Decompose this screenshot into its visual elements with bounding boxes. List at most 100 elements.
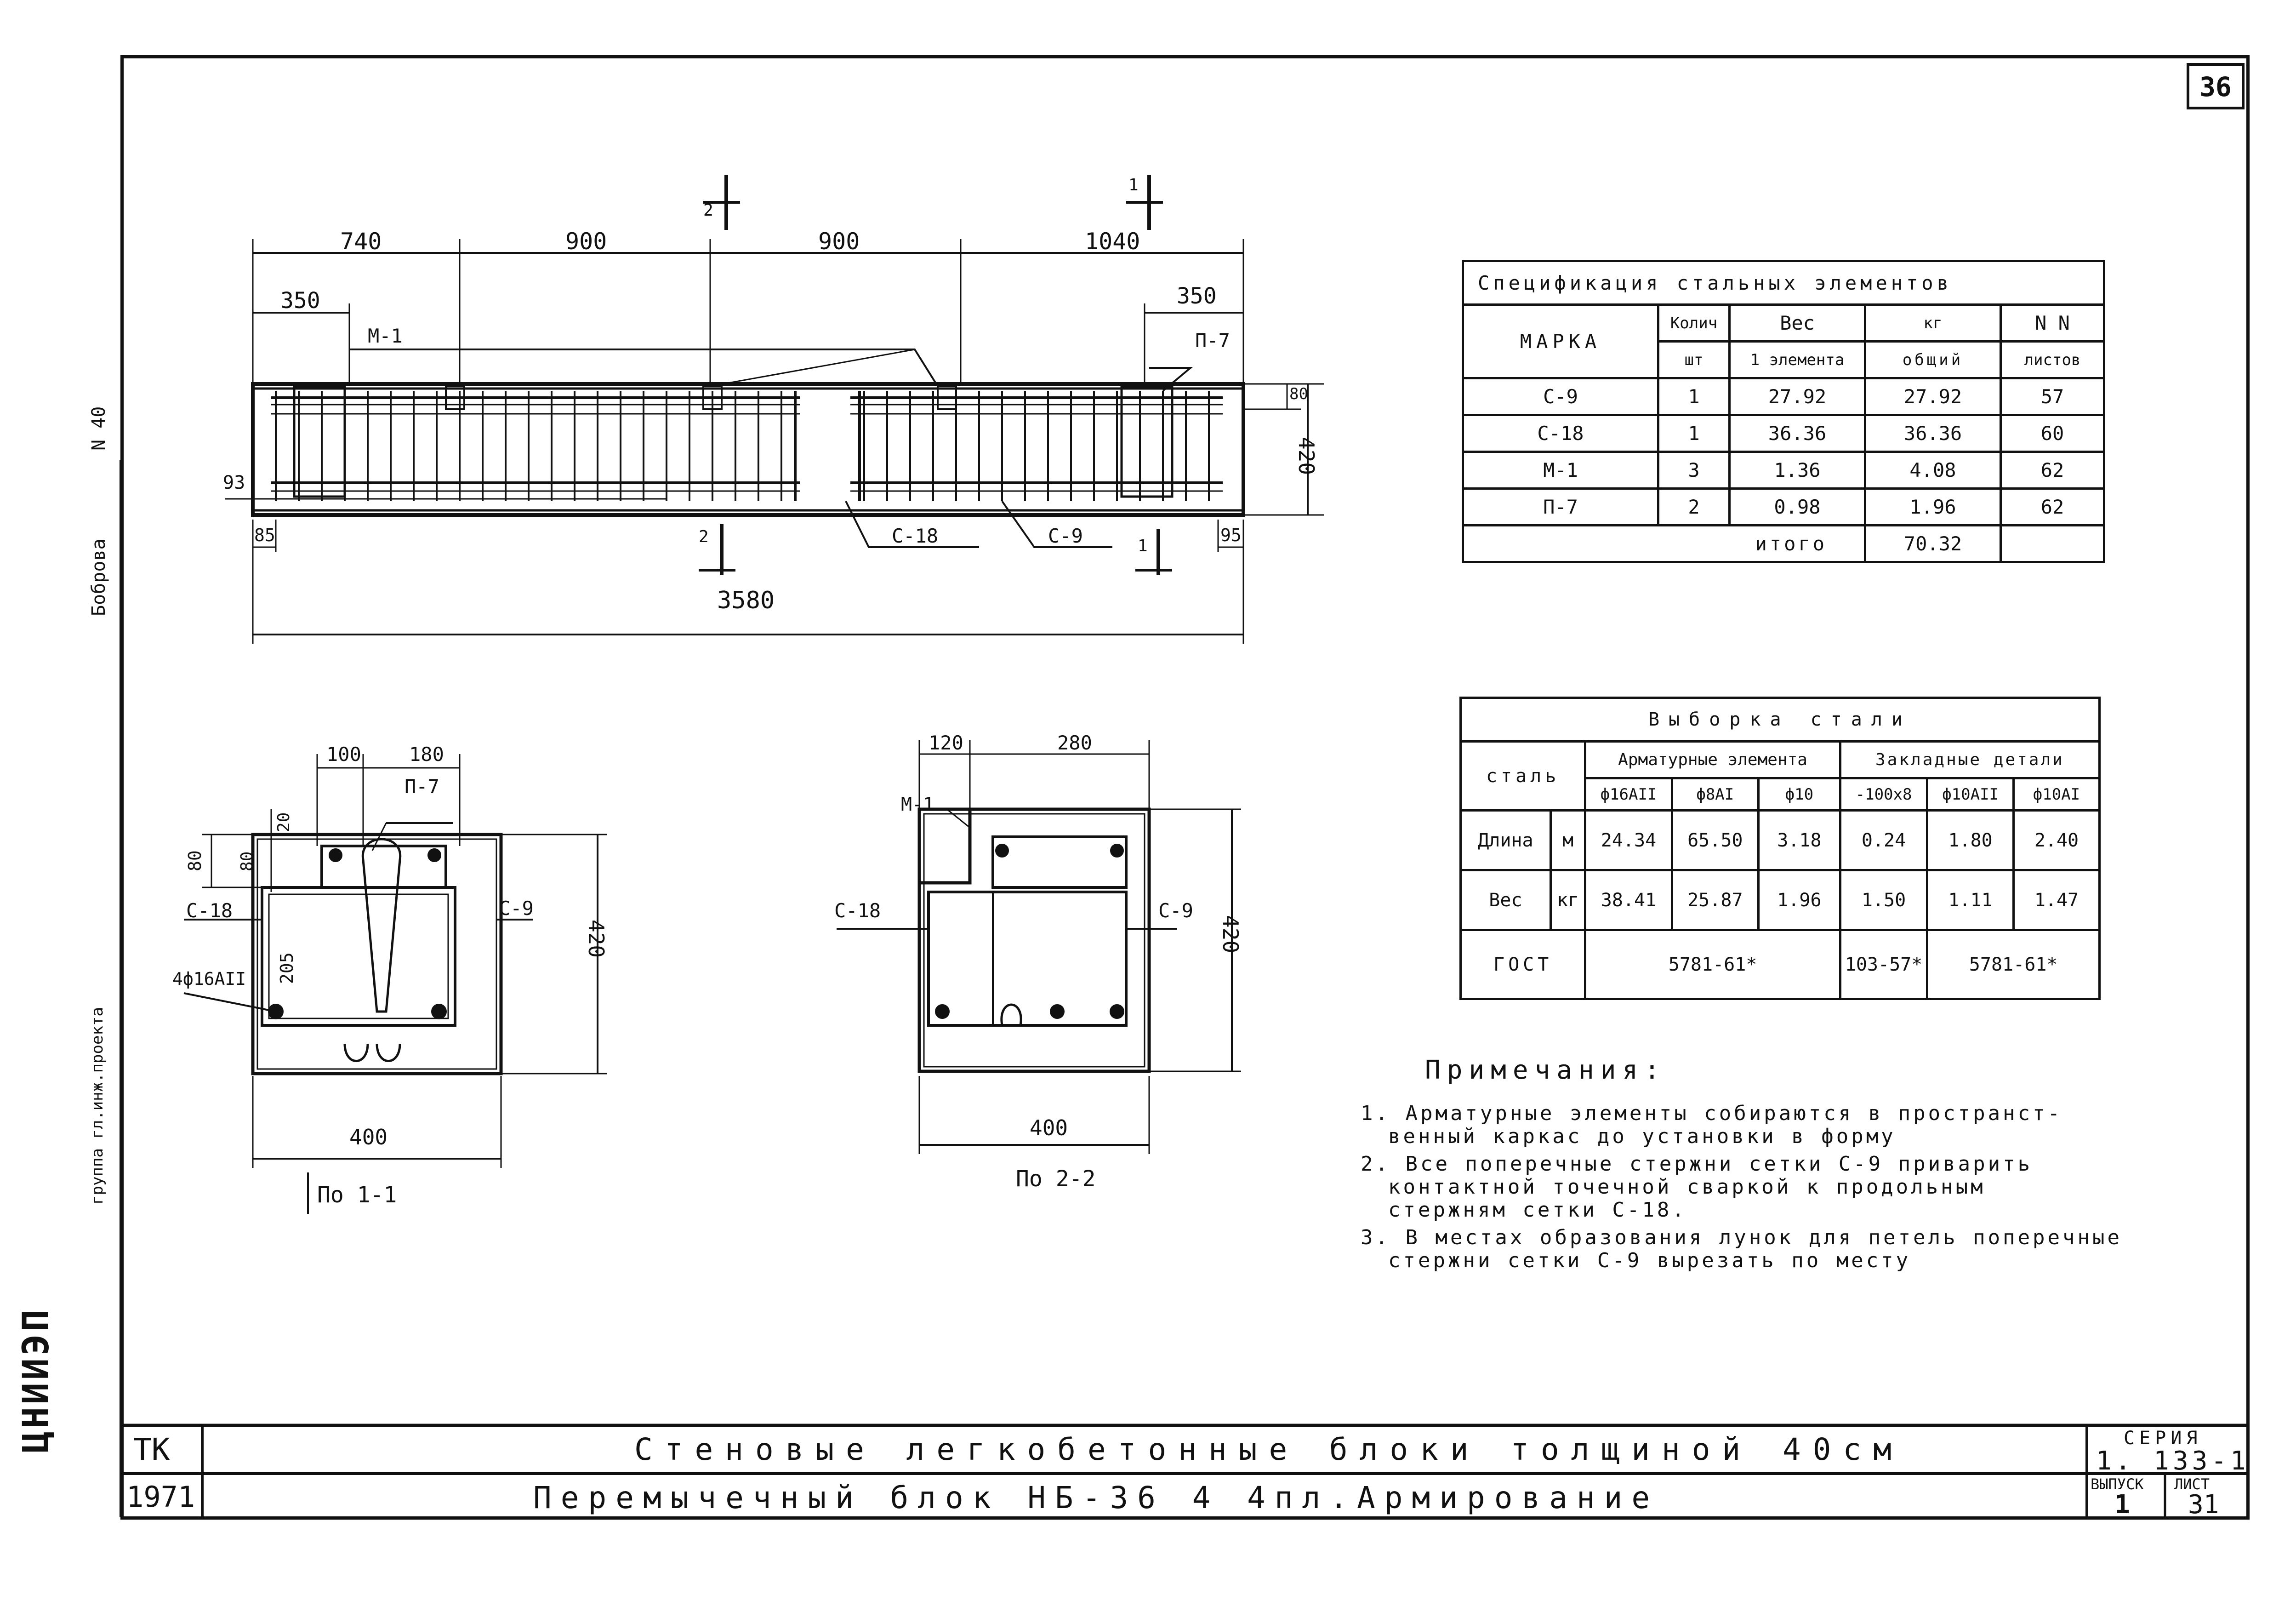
table-row: П-7 2 0.98 1.96 62	[1462, 487, 2105, 526]
section-mark-bottom-1: 1	[1138, 537, 1148, 555]
steel-weight-label: Вес	[1459, 869, 1552, 931]
spec-cell-unit: 0.98	[1728, 487, 1866, 526]
notes-title: Примечания:	[1425, 1055, 1666, 1085]
table-row: М-1 3 1.36 4.08 62	[1462, 451, 2105, 490]
note-line: контактной точечной сваркой к продольным	[1388, 1175, 1986, 1199]
steel-cell: 65.50	[1670, 809, 1760, 871]
spec-h-qty: Колич	[1657, 303, 1731, 343]
steel-h-steel: сталь	[1459, 740, 1587, 812]
spec-cell-total: 1.96	[1864, 487, 2002, 526]
margin-org-logo: ЦНИИЭП	[16, 1307, 57, 1453]
spec-h-sheets2: листов	[2000, 340, 2105, 379]
steel-cell: 2.40	[2012, 809, 2101, 871]
spec-h-weight: Вес	[1728, 303, 1866, 343]
steel-cell: 0.24	[1839, 809, 1929, 871]
spec-cell-sheet: 60	[2000, 414, 2105, 453]
steel-table: Выборка стали сталь Арматурные элемента …	[1459, 697, 2101, 1000]
spec-cell-sheet: 57	[2000, 377, 2105, 416]
spec-cell-qty: 1	[1657, 414, 1731, 453]
steel-cell: 38.41	[1584, 869, 1673, 931]
spec-total-label: итого	[1462, 524, 1866, 563]
sec2-dim-height: 420	[1218, 915, 1243, 954]
label-p7: П-7	[1195, 329, 1230, 352]
issue-value: 1	[2114, 1490, 2130, 1520]
spec-cell-qty: 1	[1657, 377, 1731, 416]
steel-cell: 1.47	[2012, 869, 2101, 931]
sec1-caption: По 1-1	[317, 1182, 397, 1208]
spec-h-element: 1 элемента	[1728, 340, 1866, 379]
label-s9: С-9	[1048, 525, 1083, 547]
spec-cell-unit: 36.36	[1728, 414, 1866, 453]
steel-length-unit: м	[1549, 809, 1587, 871]
steel-cell: 25.87	[1670, 869, 1760, 931]
steel-h-rebar: Арматурные элемента	[1584, 740, 1841, 779]
label-m1: М-1	[368, 325, 403, 347]
table-row: С-18 1 36.36 36.36 60	[1462, 414, 2105, 453]
stirrups	[275, 391, 1210, 501]
steel-h-embed: Закладные детали	[1839, 740, 2101, 779]
sec2-label-m1: М-1	[901, 794, 934, 815]
steel-col-2: ф8АI	[1670, 777, 1760, 812]
dim-top-3: 900	[818, 228, 860, 255]
sec2-dim-top-a: 120	[929, 732, 963, 754]
title-line-2: Перемычечный блок НБ-36 4 4пл.Армировани…	[533, 1480, 1659, 1515]
dim-right-offset: 350	[1177, 283, 1217, 309]
dim-top-2: 900	[565, 228, 607, 255]
sheet-value: 31	[2188, 1490, 2219, 1520]
steel-gost-a: 5781-61*	[1584, 929, 1841, 1000]
sec2-dim-width: 400	[1030, 1115, 1068, 1140]
steel-gost-c: 5781-61*	[1926, 929, 2101, 1000]
steel-col-3: ф10	[1757, 777, 1841, 812]
spec-cell-mark: С-9	[1462, 377, 1659, 416]
spec-cell-mark: С-18	[1462, 414, 1659, 453]
rebar-dot	[427, 848, 441, 862]
spec-cell-unit: 27.92	[1728, 377, 1866, 416]
sec1-dim-height: 420	[584, 920, 609, 958]
steel-length-label: Длина	[1459, 809, 1552, 871]
spec-h-weight-unit: кг	[1864, 303, 2002, 343]
dim-top-1: 740	[340, 228, 382, 255]
steel-cell: 3.18	[1757, 809, 1841, 871]
dim-total: 3580	[717, 587, 775, 614]
steel-gost-b: 103-57*	[1839, 929, 1929, 1000]
note-line: 3. В местах образования лунок для петель…	[1361, 1226, 2123, 1249]
dim-left-bottom: 85	[254, 525, 275, 545]
spec-h-qty-unit: шт	[1657, 340, 1731, 379]
sec1-dim-width: 400	[349, 1125, 388, 1149]
steel-cell: 1.50	[1839, 869, 1929, 931]
sec1-label-s9: С-9	[499, 897, 534, 920]
steel-cell: 1.96	[1757, 869, 1841, 931]
label-s18: С-18	[892, 525, 939, 547]
title-year: 1971	[126, 1480, 195, 1514]
spec-table: Спецификация стальных элементов МАРКА Ко…	[1462, 260, 2105, 563]
dim-right-top: 80	[1289, 385, 1308, 403]
section-1-outline	[251, 833, 503, 1075]
steel-cell: 1.11	[1926, 869, 2015, 931]
table-row: Вес кг 38.41 25.87 1.96 1.50 1.11 1.47	[1459, 869, 2101, 931]
steel-title: Выборка стали	[1459, 697, 2101, 743]
sec1-dim-80b: 80	[238, 851, 256, 871]
spec-cell-mark: М-1	[1462, 451, 1659, 490]
sec2-label-s9: С-9	[1158, 899, 1193, 922]
sec1-dim-80: 80	[185, 850, 205, 871]
issue-label: ВЫПУСК	[2091, 1475, 2144, 1493]
section-mark-top-1: 1	[1128, 176, 1139, 194]
sec1-dim-top-b: 180	[409, 743, 444, 766]
note-line: 2. Все поперечные стержни сетки С-9 прив…	[1361, 1152, 2033, 1176]
steel-col-5: ф10АII	[1926, 777, 2015, 812]
section-mark-top-2: 2	[703, 201, 713, 220]
sec1-label-s18: С-18	[186, 899, 233, 922]
note-line: венный каркас до установки в форму	[1388, 1125, 1896, 1148]
spec-cell-qty: 2	[1657, 487, 1731, 526]
sec2-label-s18: С-18	[834, 899, 881, 922]
steel-gost-label: ГОСТ	[1459, 929, 1587, 1000]
table-row: С-9 1 27.92 27.92 57	[1462, 377, 2105, 416]
table-row: Длина м 24.34 65.50 3.18 0.24 1.80 2.40	[1459, 809, 2101, 871]
dim-top-4: 1040	[1085, 228, 1140, 255]
spec-cell-mark: П-7	[1462, 487, 1659, 526]
sheet-frame	[120, 55, 2250, 1520]
spec-total-value: 70.32	[1864, 524, 2002, 563]
section-2-outline	[917, 807, 1151, 1073]
dim-right-bottom: 95	[1220, 525, 1242, 545]
